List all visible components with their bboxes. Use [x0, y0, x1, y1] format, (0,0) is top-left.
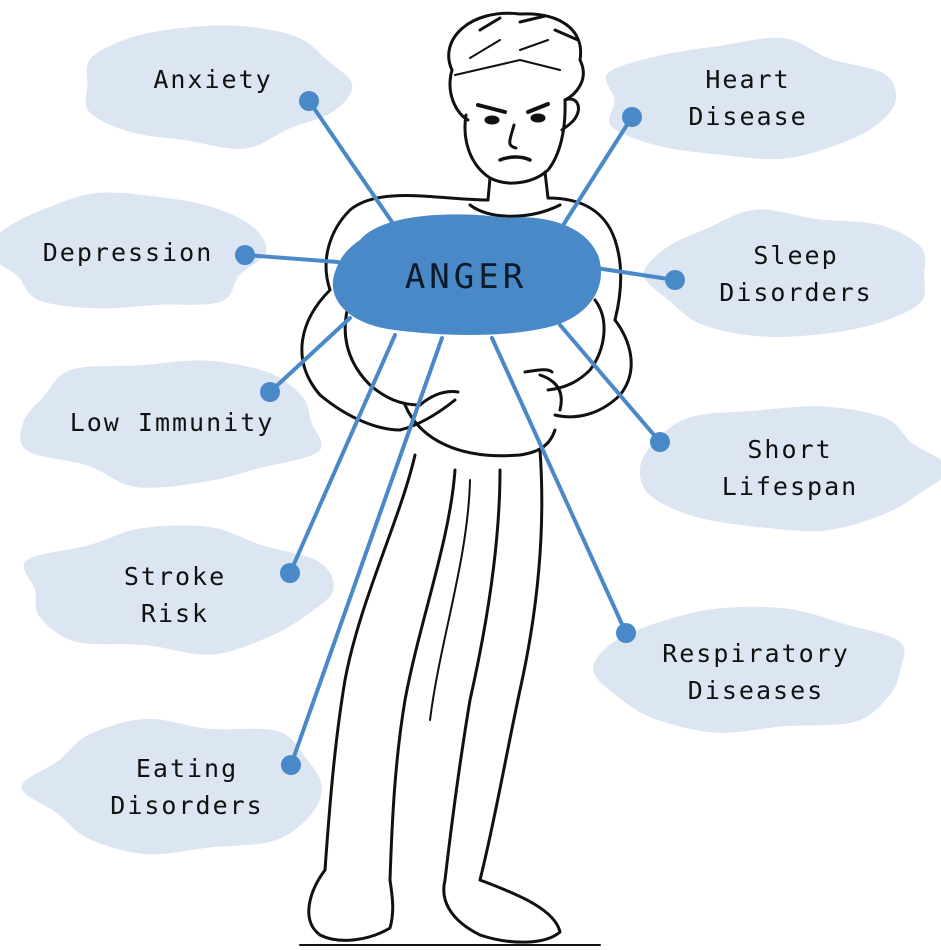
stroke-risk-label-line: Risk — [25, 595, 325, 632]
low-immunity-dot — [260, 382, 280, 402]
depression-label-line: Depression — [0, 234, 278, 271]
short-lifespan-label-line: Lifespan — [640, 468, 940, 505]
eating-disorders-label-line: Disorders — [37, 787, 337, 824]
face — [465, 100, 565, 183]
eating-disorders-label-line: Eating — [37, 750, 337, 787]
center-label: ANGER — [366, 257, 566, 297]
low-immunity-label: Low Immunity — [22, 404, 322, 441]
short-lifespan-label-line: Short — [640, 431, 940, 468]
heart-disease-label-line: Disease — [598, 98, 898, 135]
right-leg — [480, 450, 542, 880]
right-shoe — [444, 880, 560, 942]
anxiety-label-line: Anxiety — [63, 61, 363, 98]
sleep-disorders-label-line: Disorders — [646, 274, 941, 311]
angry-boy-illustration — [300, 13, 631, 945]
heart-disease-label-line: Heart — [598, 61, 898, 98]
anxiety-connector — [309, 101, 392, 222]
left-shoe — [309, 870, 393, 940]
anxiety-label: Anxiety — [63, 61, 363, 98]
short-lifespan-connector — [560, 325, 660, 442]
stroke-risk-label-line: Stroke — [25, 558, 325, 595]
depression-label: Depression — [0, 234, 278, 271]
respiratory-diseases-label-line: Respiratory — [606, 635, 906, 672]
respiratory-diseases-connector — [492, 338, 626, 633]
low-immunity-label-line: Low Immunity — [22, 404, 322, 441]
sleep-disorders-label-line: Sleep — [646, 237, 941, 274]
respiratory-diseases-label-line: Diseases — [606, 672, 906, 709]
left-leg — [325, 455, 415, 870]
hair — [449, 13, 584, 120]
